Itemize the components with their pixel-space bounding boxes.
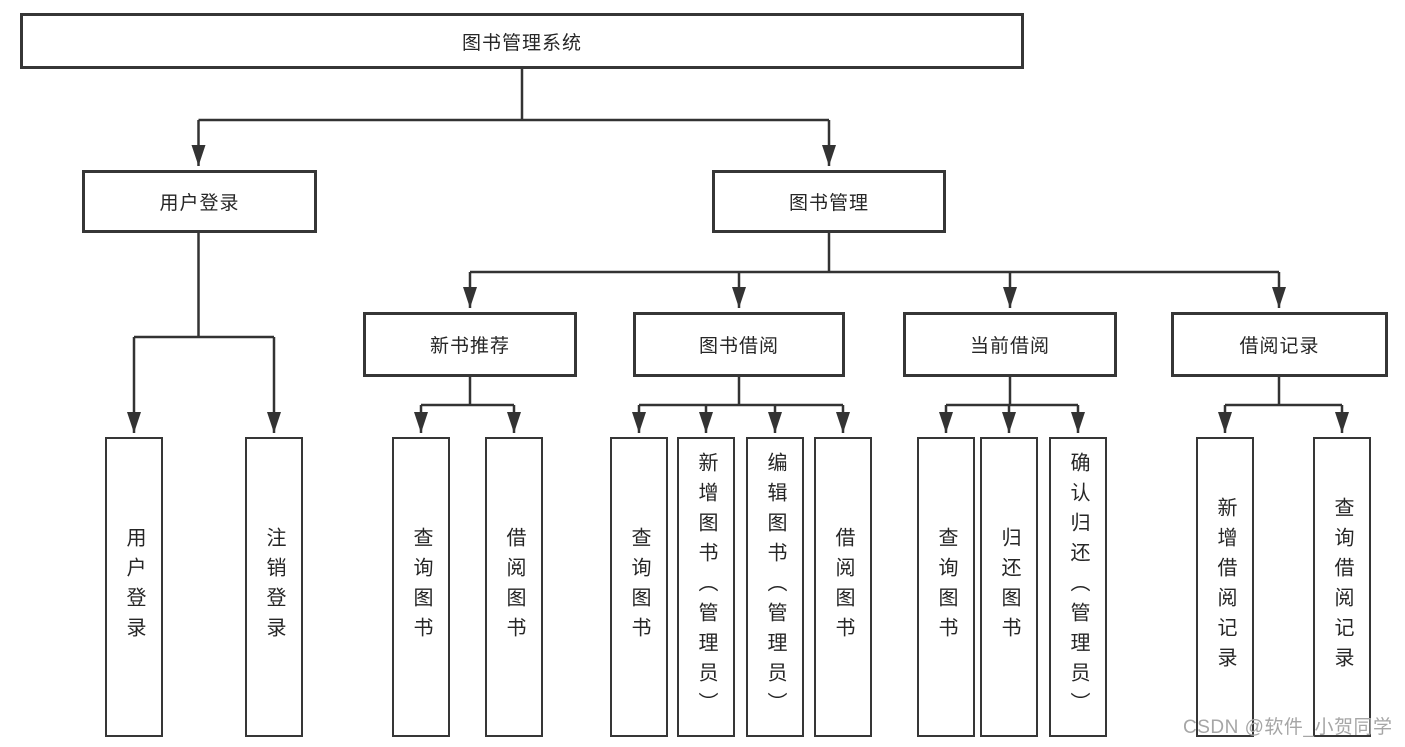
leaf-add-borrow-record: 新增借阅记录 bbox=[1196, 437, 1254, 737]
leaf-confirm-return-admin: 确认归还（管理员） bbox=[1049, 437, 1107, 737]
node-user-login: 用户登录 bbox=[82, 170, 317, 233]
node-book-management: 图书管理 bbox=[712, 170, 946, 233]
leaf-label: 注销登录 bbox=[263, 527, 285, 647]
leaf-label: 查询图书 bbox=[410, 527, 432, 647]
leaf-label: 借阅图书 bbox=[503, 527, 525, 647]
leaf-label: 查询图书 bbox=[935, 527, 957, 647]
leaf-label: 新增借阅记录 bbox=[1214, 497, 1236, 677]
leaf-borrow-books: 借阅图书 bbox=[814, 437, 872, 737]
leaf-label: 借阅图书 bbox=[832, 527, 854, 647]
leaf-return-books: 归还图书 bbox=[980, 437, 1038, 737]
leaf-logout: 注销登录 bbox=[245, 437, 303, 737]
node-root: 图书管理系统 bbox=[20, 13, 1024, 69]
leaf-label: 用户登录 bbox=[123, 527, 145, 647]
leaf-label: 确认归还（管理员） bbox=[1067, 452, 1089, 722]
leaf-add-book-admin: 新增图书（管理员） bbox=[677, 437, 735, 737]
leaf-query-books-borrowing: 查询图书 bbox=[610, 437, 668, 737]
leaf-edit-book-admin: 编辑图书（管理员） bbox=[746, 437, 804, 737]
node-current-borrowing: 当前借阅 bbox=[903, 312, 1117, 377]
leaf-label: 查询借阅记录 bbox=[1331, 497, 1353, 677]
node-borrowing-records: 借阅记录 bbox=[1171, 312, 1388, 377]
watermark: CSDN @软件_小贺同学 bbox=[1183, 717, 1393, 738]
leaf-query-books-current: 查询图书 bbox=[917, 437, 975, 737]
node-new-book-recommend: 新书推荐 bbox=[363, 312, 577, 377]
leaf-label: 查询图书 bbox=[628, 527, 650, 647]
leaf-label: 编辑图书（管理员） bbox=[764, 452, 786, 722]
leaf-borrow-books-recommend: 借阅图书 bbox=[485, 437, 543, 737]
leaf-label: 归还图书 bbox=[998, 527, 1020, 647]
node-book-borrowing: 图书借阅 bbox=[633, 312, 845, 377]
leaf-query-books-recommend: 查询图书 bbox=[392, 437, 450, 737]
leaf-user-login: 用户登录 bbox=[105, 437, 163, 737]
leaf-label: 新增图书（管理员） bbox=[695, 452, 717, 722]
leaf-query-borrow-record: 查询借阅记录 bbox=[1313, 437, 1371, 737]
